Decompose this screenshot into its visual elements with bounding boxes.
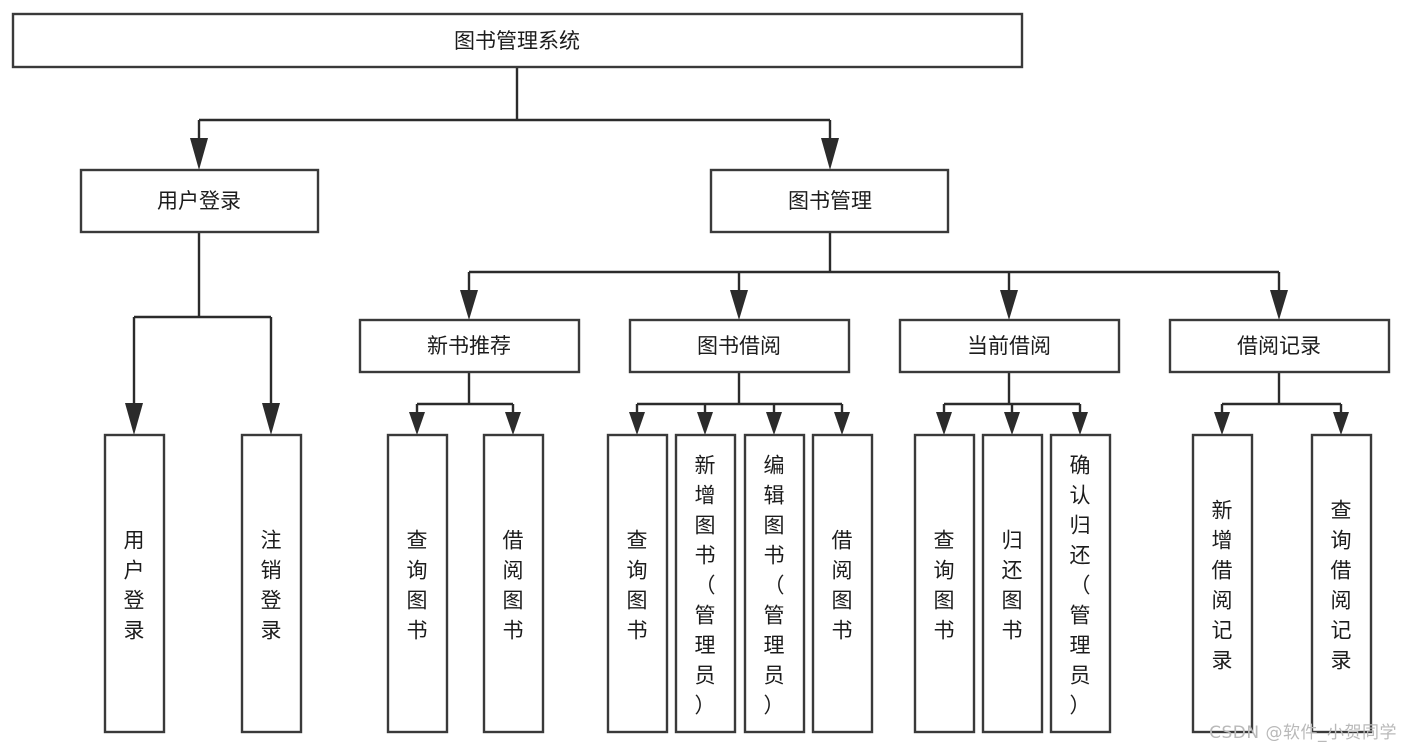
node-leaf-confirm-return[interactable]: 确认归还（管理员） xyxy=(1049,433,1112,734)
node-leaf-borrow-book-2-label: 借阅图书 xyxy=(832,528,853,642)
node-leaf-add-record-box[interactable] xyxy=(1191,433,1254,734)
arrow-head-leaf-borrow-book-1 xyxy=(505,412,521,435)
node-leaf-return-book[interactable]: 归还图书 xyxy=(981,433,1044,734)
arrow-head-leaf-add-book xyxy=(697,412,713,435)
node-new-book-rec[interactable]: 新书推荐 xyxy=(358,318,581,374)
arrow-head-new-book-rec xyxy=(460,290,478,320)
node-root[interactable]: 图书管理系统 xyxy=(11,12,1024,69)
node-leaf-edit-book-label: 编辑图书（管理员） xyxy=(764,453,785,717)
node-leaf-borrow-book-1-box[interactable] xyxy=(482,433,545,734)
node-leaf-add-book-label: 新增图书（管理员） xyxy=(695,453,716,717)
node-leaf-query-book-1-box[interactable] xyxy=(386,433,449,734)
connector-group-user-login xyxy=(125,232,280,435)
arrow-head-leaf-user-login xyxy=(125,403,143,435)
node-leaf-query-book-3[interactable]: 查询图书 xyxy=(913,433,976,734)
arrow-head-leaf-query-book-2 xyxy=(629,412,645,435)
node-leaf-borrow-book-2-box[interactable] xyxy=(811,433,874,734)
node-leaf-query-record-label: 查询借阅记录 xyxy=(1331,498,1352,672)
node-book-borrow-box[interactable] xyxy=(628,318,851,374)
arrow-head-leaf-add-record xyxy=(1214,412,1230,435)
node-user-login[interactable]: 用户登录 xyxy=(79,168,320,234)
node-leaf-query-book-2-label: 查询图书 xyxy=(627,528,648,642)
node-leaf-logout[interactable]: 注销登录 xyxy=(240,433,303,734)
node-book-borrow[interactable]: 图书借阅 xyxy=(628,318,851,374)
arrow-head-leaf-borrow-book-2 xyxy=(834,412,850,435)
node-leaf-borrow-book-1-label: 借阅图书 xyxy=(503,528,524,642)
node-leaf-edit-book[interactable]: 编辑图书（管理员） xyxy=(743,433,806,734)
node-leaf-logout-label: 注销登录 xyxy=(261,528,282,642)
node-leaf-add-record-label: 新增借阅记录 xyxy=(1212,498,1233,672)
connector-group-book-manage xyxy=(460,232,1288,320)
node-leaf-confirm-return-box[interactable] xyxy=(1049,433,1112,734)
arrow-head-leaf-query-record xyxy=(1333,412,1349,435)
node-borrow-record-box[interactable] xyxy=(1168,318,1391,374)
node-new-book-rec-label: 新书推荐 xyxy=(427,334,511,358)
node-leaf-user-login-label: 用户登录 xyxy=(124,528,145,642)
node-borrow-record-label: 借阅记录 xyxy=(1237,334,1321,358)
node-leaf-return-book-box[interactable] xyxy=(981,433,1044,734)
arrow-head-leaf-edit-book xyxy=(766,412,782,435)
node-leaf-query-book-3-box[interactable] xyxy=(913,433,976,734)
connector-group-new-book-rec xyxy=(409,372,521,435)
node-leaf-user-login[interactable]: 用户登录 xyxy=(103,433,166,734)
arrow-head-user-login xyxy=(190,138,208,170)
arrow-head-leaf-query-book-3 xyxy=(936,412,952,435)
node-borrow-record[interactable]: 借阅记录 xyxy=(1168,318,1391,374)
node-leaf-query-book-3-label: 查询图书 xyxy=(934,528,955,642)
node-book-manage-box[interactable] xyxy=(709,168,950,234)
arrow-head-leaf-confirm-return xyxy=(1072,412,1088,435)
node-book-manage-label: 图书管理 xyxy=(788,189,872,213)
node-user-login-label: 用户登录 xyxy=(157,189,241,213)
node-leaf-borrow-book-1[interactable]: 借阅图书 xyxy=(482,433,545,734)
node-new-book-rec-box[interactable] xyxy=(358,318,581,374)
node-leaf-query-book-1[interactable]: 查询图书 xyxy=(386,433,449,734)
arrow-head-borrow-record xyxy=(1270,290,1288,320)
node-book-borrow-label: 图书借阅 xyxy=(697,334,781,358)
node-leaf-user-login-box[interactable] xyxy=(103,433,166,734)
node-leaf-query-record-box[interactable] xyxy=(1310,433,1373,734)
connector-group-current-borrow xyxy=(936,372,1088,435)
connector-group-book-borrow xyxy=(629,372,850,435)
connector-group-root xyxy=(190,67,839,170)
arrow-head-book-manage xyxy=(821,138,839,170)
node-leaf-borrow-book-2[interactable]: 借阅图书 xyxy=(811,433,874,734)
node-root-box[interactable] xyxy=(11,12,1024,69)
csdn-watermark: CSDN @软件_小贺同学 xyxy=(1209,723,1397,743)
node-current-borrow-box[interactable] xyxy=(898,318,1121,374)
node-leaf-logout-box[interactable] xyxy=(240,433,303,734)
arrow-head-current-borrow xyxy=(1000,290,1018,320)
node-leaf-query-book-2-box[interactable] xyxy=(606,433,669,734)
arrow-head-leaf-return-book xyxy=(1004,412,1020,435)
node-leaf-return-book-label: 归还图书 xyxy=(1002,528,1023,642)
node-user-login-box[interactable] xyxy=(79,168,320,234)
node-current-borrow-label: 当前借阅 xyxy=(967,334,1051,358)
node-leaf-add-book[interactable]: 新增图书（管理员） xyxy=(674,433,737,734)
node-book-manage[interactable]: 图书管理 xyxy=(709,168,950,234)
arrow-head-book-borrow xyxy=(730,290,748,320)
node-leaf-confirm-return-label: 确认归还（管理员） xyxy=(1070,453,1091,717)
node-root-label: 图书管理系统 xyxy=(454,29,580,53)
arrow-head-leaf-logout xyxy=(262,403,280,435)
node-current-borrow[interactable]: 当前借阅 xyxy=(898,318,1121,374)
node-leaf-edit-book-box[interactable] xyxy=(743,433,806,734)
node-leaf-query-book-1-label: 查询图书 xyxy=(407,528,428,642)
node-leaf-add-record[interactable]: 新增借阅记录 xyxy=(1191,433,1254,734)
node-leaf-add-book-box[interactable] xyxy=(674,433,737,734)
connector-group-borrow-record xyxy=(1214,372,1349,435)
node-leaf-query-book-2[interactable]: 查询图书 xyxy=(606,433,669,734)
node-leaf-query-record[interactable]: 查询借阅记录 xyxy=(1310,433,1373,734)
arrow-head-leaf-query-book-1 xyxy=(409,412,425,435)
